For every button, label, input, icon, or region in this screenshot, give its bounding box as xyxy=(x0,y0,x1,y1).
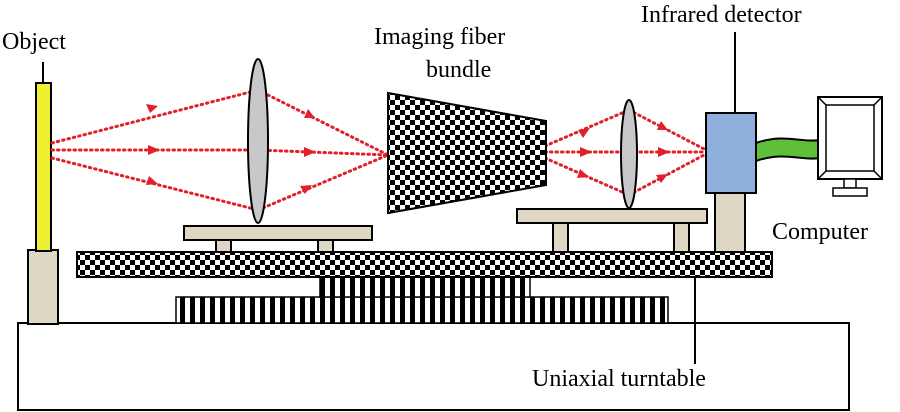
lens1-stage-leg-right xyxy=(317,239,334,253)
lens-2 xyxy=(620,99,638,209)
object-post xyxy=(27,249,59,325)
object-bar xyxy=(35,82,52,252)
uniaxial-turntable-label: Uniaxial turntable xyxy=(532,366,706,392)
turntable-shaft xyxy=(319,275,531,298)
lens2-stage-leg-left xyxy=(552,222,569,253)
computer-label: Computer xyxy=(772,219,868,245)
turntable-gear-track xyxy=(175,296,669,324)
lens-1 xyxy=(247,58,269,224)
detector-computer-cable xyxy=(755,137,821,163)
imaging-fiber-bundle xyxy=(387,91,547,215)
detector-post xyxy=(714,191,746,253)
object-label: Object xyxy=(2,29,66,55)
uniaxial-turntable-plate xyxy=(76,251,773,278)
infrared-detector xyxy=(705,112,757,194)
lens1-stage xyxy=(183,225,373,241)
lens2-stage xyxy=(516,208,708,224)
light-rays xyxy=(50,88,708,212)
lens2-stage-leg-right xyxy=(673,222,690,253)
lens1-stage-leg-left xyxy=(215,239,232,253)
computer-monitor xyxy=(817,96,883,197)
fiber-bundle-label-line2: bundle xyxy=(426,57,491,83)
base-block xyxy=(17,322,850,411)
fiber-bundle-label-line1: Imaging fiber xyxy=(374,24,505,50)
infrared-detector-label: Infrared detector xyxy=(641,2,802,28)
